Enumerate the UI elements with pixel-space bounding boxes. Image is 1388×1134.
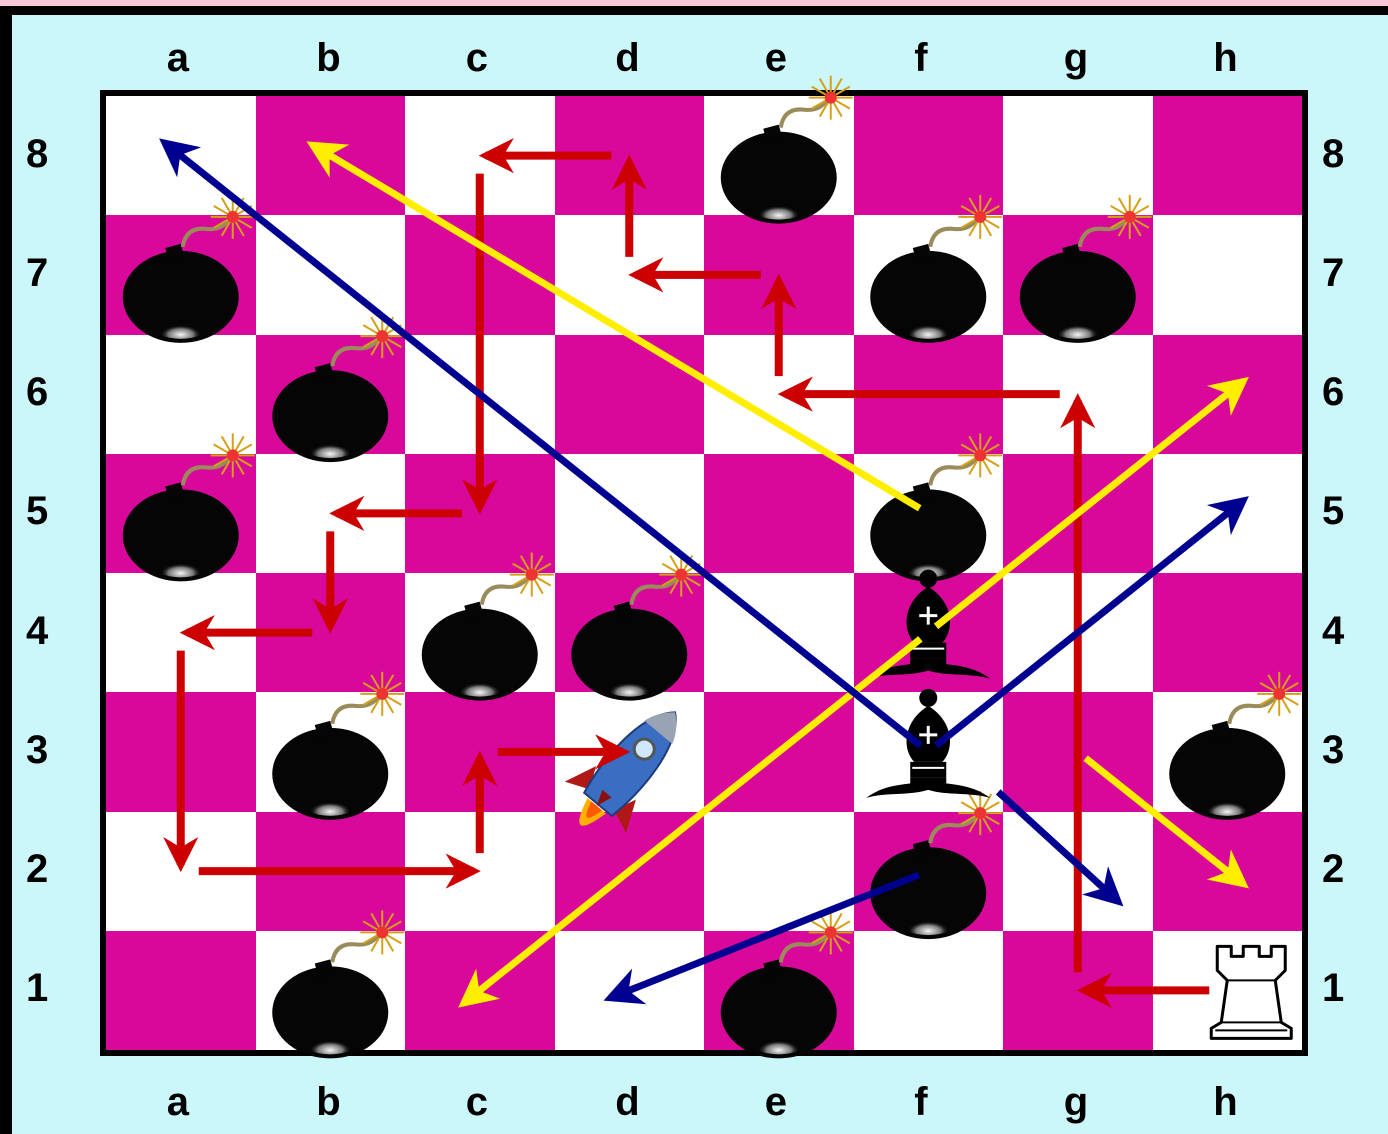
bomb-icon	[422, 553, 554, 701]
bombs-layer	[123, 76, 1302, 1059]
white-rook-icon[interactable]	[1211, 946, 1291, 1038]
bomb-icon	[721, 910, 853, 1058]
bomb-icon	[123, 195, 255, 343]
blue-arrow	[998, 792, 1118, 901]
yellow-arrow	[936, 382, 1243, 627]
bomb-icon	[721, 76, 853, 224]
bomb-icon	[272, 910, 404, 1058]
bomb-icon	[272, 672, 404, 820]
bomb-icon	[870, 433, 1002, 581]
bomb-icon	[123, 433, 255, 581]
bomb-icon	[272, 314, 404, 462]
bomb-icon	[1020, 195, 1152, 343]
bomb-icon	[1169, 672, 1301, 820]
black-bishop-icon[interactable]	[866, 689, 990, 798]
bomb-icon	[870, 791, 1002, 939]
black-bishop-icon[interactable]	[866, 570, 990, 679]
bomb-icon	[571, 553, 703, 701]
bomb-icon	[870, 195, 1002, 343]
